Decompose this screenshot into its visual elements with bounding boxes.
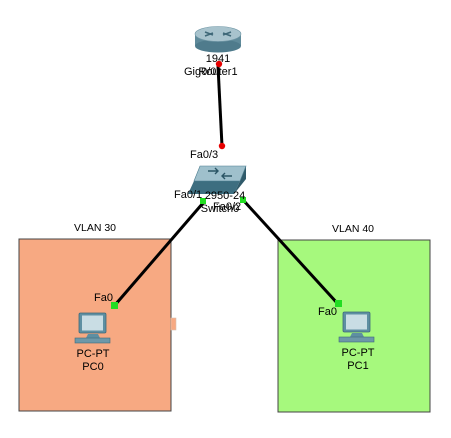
pc0-icon[interactable] (74, 312, 111, 344)
switch-name-label: Switch0 (201, 203, 240, 215)
link-status-switch-fa02-up (240, 197, 246, 203)
switch-model-label: 2950-24 (205, 190, 245, 202)
pc1-port-label: Fa0 (318, 306, 337, 318)
router-port-label: Gig0/0 (184, 66, 216, 78)
link-status-switch-fa01-up (200, 198, 206, 204)
pc1-type-label: PC-PT (342, 347, 375, 359)
pc0-port-label: Fa0 (94, 292, 113, 304)
router-icon[interactable] (194, 26, 242, 53)
router-model-label: 1941 (206, 53, 230, 65)
switch-port-right-label: Fa0/2 (213, 201, 241, 213)
router-name-label: Router1 (198, 66, 237, 78)
pc0-type-label: PC-PT (77, 348, 110, 360)
link-switch-pc0[interactable] (113, 202, 205, 306)
switch-port-uplink-label: Fa0/3 (190, 149, 218, 161)
pc1-icon[interactable] (338, 311, 375, 343)
pc1-name-label: PC1 (347, 360, 368, 372)
switch-port-left-label: Fa0/1 (174, 189, 202, 201)
vlan-30-label: VLAN 30 (74, 222, 116, 234)
pc0-name-label: PC0 (82, 361, 103, 373)
link-status-pc0-up (111, 302, 118, 309)
switch-icon[interactable] (188, 165, 247, 194)
link-status-pc1-up (335, 300, 342, 307)
link-router-switch[interactable] (216, 65, 224, 147)
link-switch-pc1[interactable] (242, 199, 340, 306)
link-status-switch-uplink-down (218, 142, 226, 150)
link-status-router-down (215, 60, 223, 68)
vlan-40-label: VLAN 40 (332, 223, 374, 235)
vlan-30-area-resize-handle[interactable] (170, 317, 177, 331)
